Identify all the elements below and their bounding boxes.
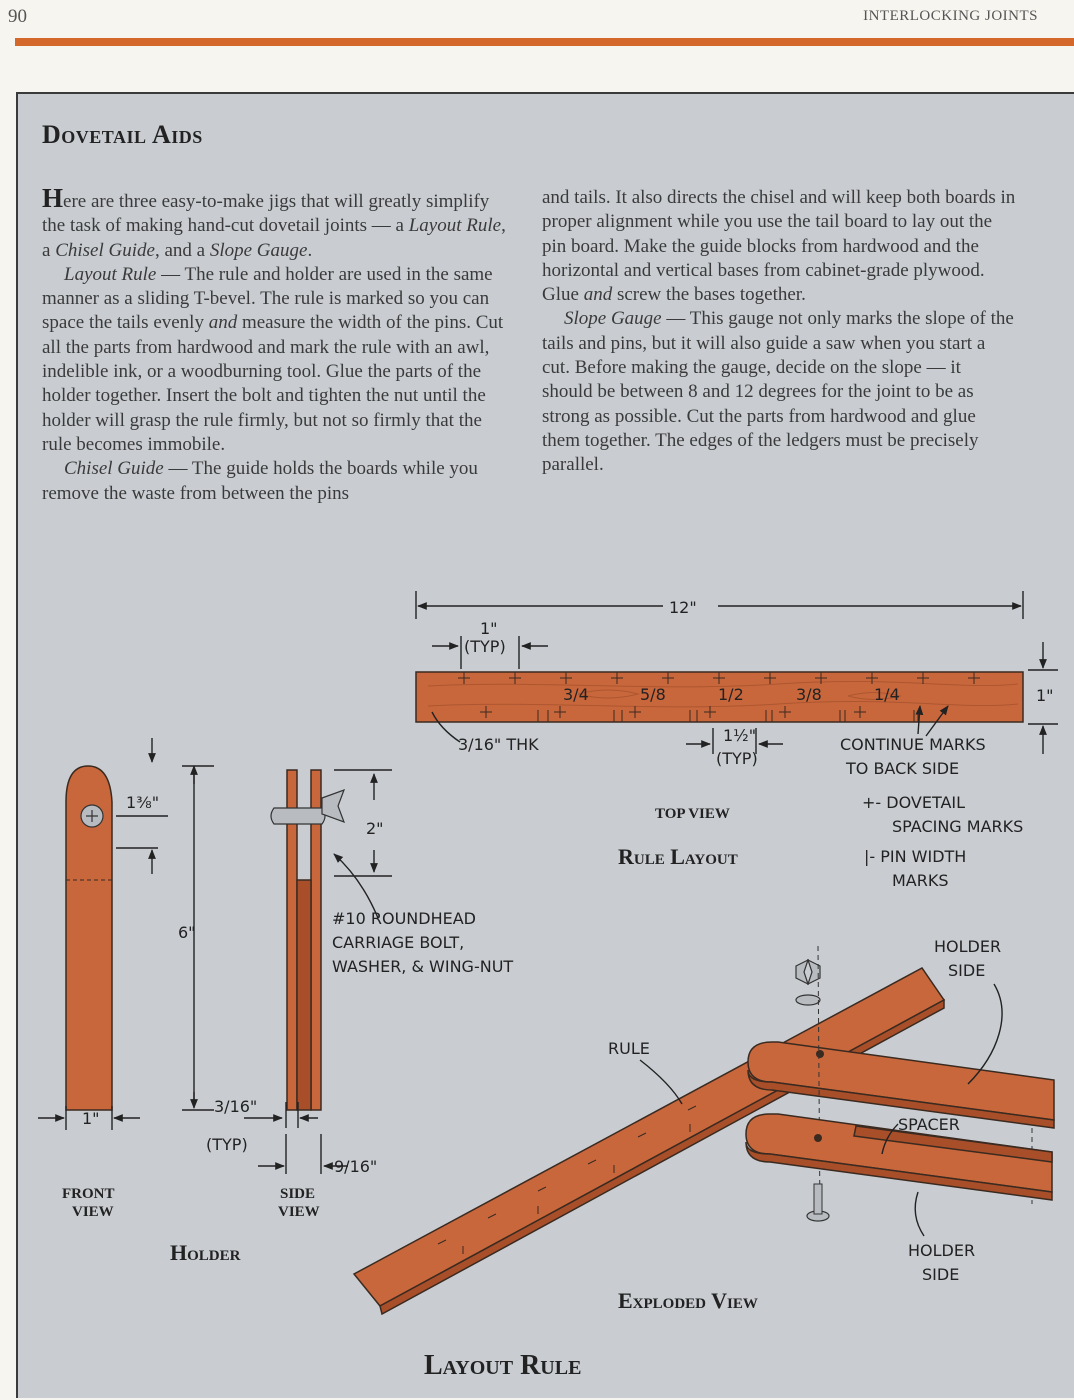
- holder-title: Holder: [170, 1240, 241, 1265]
- text-run: ere are three easy-to-make jigs that wil…: [42, 191, 490, 237]
- fraction-label-2: 1/2: [718, 685, 744, 704]
- paragraph-chisel-guide-cont: and tails. It also directs the chisel an…: [542, 186, 1016, 307]
- rule-layout-title: Rule Layout: [618, 844, 738, 869]
- dim-side-typ-label: (TYP): [206, 1135, 248, 1154]
- layout-rule-drawing: 12" 1" (TYP): [38, 591, 1058, 1381]
- legend-pin-line1: |- PIN WIDTH: [864, 847, 966, 866]
- note-continue-marks: CONTINUE MARKS: [840, 735, 986, 754]
- text-column-1: Here are three easy-to-make jigs that wi…: [42, 183, 516, 506]
- paragraph-layout-rule: Layout Rule — The rule and holder are us…: [42, 263, 516, 457]
- header-rule-bar: [15, 38, 1074, 46]
- holder-front-view: [65, 765, 113, 1111]
- dim-side-label: 3/16": [214, 1097, 257, 1116]
- text-run: and tails. It also directs the chisel an…: [542, 187, 1016, 306]
- drop-cap: H: [42, 183, 64, 213]
- text-run: — This gauge not only marks the slope of…: [542, 308, 1014, 476]
- exploded-view-group: HOLDER SIDE RULE SPACER HOLDER SIDE Expl…: [352, 937, 1055, 1316]
- exploded-washer-icon: [795, 994, 821, 1006]
- dim-pin-label: 1½": [723, 726, 756, 745]
- dim-hole-label: 1⅜": [126, 793, 159, 812]
- rule-layout-group: 12" 1" (TYP): [415, 591, 1058, 890]
- legend-dovetail-line1: +- DOVETAIL: [862, 793, 965, 812]
- text-run: — The rule and holder are used in the sa…: [42, 263, 493, 334]
- text-run-italic: Chisel Guide: [64, 458, 164, 480]
- page-number: 90: [8, 6, 27, 27]
- paragraph-chisel-guide: Chisel Guide — The guide holds the board…: [42, 457, 516, 506]
- front-view-label-2: VIEW: [72, 1204, 114, 1220]
- text-run: screw the bases together.: [612, 284, 806, 306]
- fraction-label-0: 3/4: [563, 685, 589, 704]
- running-head: INTERLOCKING JOINTS: [863, 8, 1038, 24]
- text-run-italic: Layout Rule: [408, 215, 502, 237]
- text-run: .: [307, 239, 313, 261]
- text-run: , a: [42, 215, 506, 261]
- fraction-label-4: 1/4: [874, 685, 900, 704]
- exploded-spacer: [853, 1125, 1053, 1163]
- text-run: measure the width of the pins. Cut all t…: [42, 312, 504, 455]
- rule-grain: [427, 680, 1019, 708]
- holder-spacer: [296, 879, 312, 1111]
- exploded-wing-nut-icon: [795, 958, 821, 986]
- spacer-label: SPACER: [898, 1115, 960, 1134]
- dim-front-width-label: 1": [82, 1109, 100, 1128]
- rule-label: RULE: [608, 1039, 650, 1058]
- dim-height-label: 6": [178, 923, 196, 942]
- note-back-side: TO BACK SIDE: [845, 759, 959, 778]
- text-run-italic: Chisel Guide: [55, 239, 155, 261]
- side-view-label-2: VIEW: [278, 1204, 320, 1220]
- paragraph-intro: Here are three easy-to-make jigs that wi…: [42, 183, 516, 263]
- exploded-rule-marks: [437, 1105, 697, 1254]
- text-run-italic: Layout Rule: [64, 263, 157, 285]
- sidebar-title: Dovetail Aids: [42, 120, 203, 149]
- wing-nut-icon: [321, 788, 346, 824]
- fraction-label-1: 5/8: [640, 685, 666, 704]
- legend-pin-line2: MARKS: [892, 871, 949, 890]
- holder-side-top-label-2: SIDE: [948, 961, 985, 980]
- legend-dovetail-line2: SPACING MARKS: [892, 817, 1023, 836]
- pin-width-marks: [537, 710, 919, 722]
- bolt-note-line1: #10 ROUNDHEAD: [332, 909, 476, 928]
- text-run-italic: and: [583, 284, 613, 306]
- bolt-note-line3: WASHER, & WING-NUT: [332, 957, 513, 976]
- paragraph-slope-gauge: Slope Gauge — This gauge not only marks …: [542, 307, 1016, 477]
- text-run: , and a: [154, 239, 210, 261]
- dim-spacing-label: 1": [480, 619, 498, 638]
- fraction-label-3: 3/8: [796, 685, 822, 704]
- text-run-italic: Slope Gauge: [564, 308, 662, 330]
- holder-side-bottom-label-1: HOLDER: [908, 1241, 975, 1260]
- dim-width-label: 1": [1036, 686, 1054, 705]
- holder-side-top-label-1: HOLDER: [934, 937, 1001, 956]
- front-view-label-1: FRONT: [62, 1186, 115, 1202]
- text-run: — The guide holds the boards while you r…: [42, 458, 478, 504]
- dovetail-spacing-marks: [458, 672, 980, 718]
- dim-slot-label: 2": [366, 819, 384, 838]
- holder-side-bottom-label-2: SIDE: [922, 1265, 959, 1284]
- text-column-2: and tails. It also directs the chisel an…: [542, 186, 1016, 478]
- washer-icon: [270, 807, 326, 825]
- dim-thickness-label: 3/16" THK: [458, 735, 539, 754]
- holder-group: 1⅜" 6" 1" FRONT VIEW 2" #10: [38, 738, 513, 1265]
- text-run-italic: Slope Gauge: [209, 239, 308, 261]
- dim-spacing-typ-label: (TYP): [464, 637, 506, 656]
- dim-thick-label: 9/16": [334, 1157, 377, 1176]
- top-view-label: TOP VIEW: [655, 806, 730, 822]
- exploded-view-title: Exploded View: [618, 1288, 758, 1313]
- sidebar-panel: Dovetail Aids Here are three easy-to-mak…: [16, 92, 1074, 1398]
- bolt-note-line2: CARRIAGE BOLT,: [332, 933, 464, 952]
- layout-rule-title: Layout Rule: [424, 1350, 581, 1381]
- dim-length-label: 12": [669, 598, 697, 617]
- dim-pin-typ-label: (TYP): [716, 749, 758, 768]
- text-run-italic: and: [208, 312, 238, 334]
- side-view-label-1: SIDE: [280, 1186, 315, 1202]
- holder-side-top-part: [747, 1041, 1055, 1121]
